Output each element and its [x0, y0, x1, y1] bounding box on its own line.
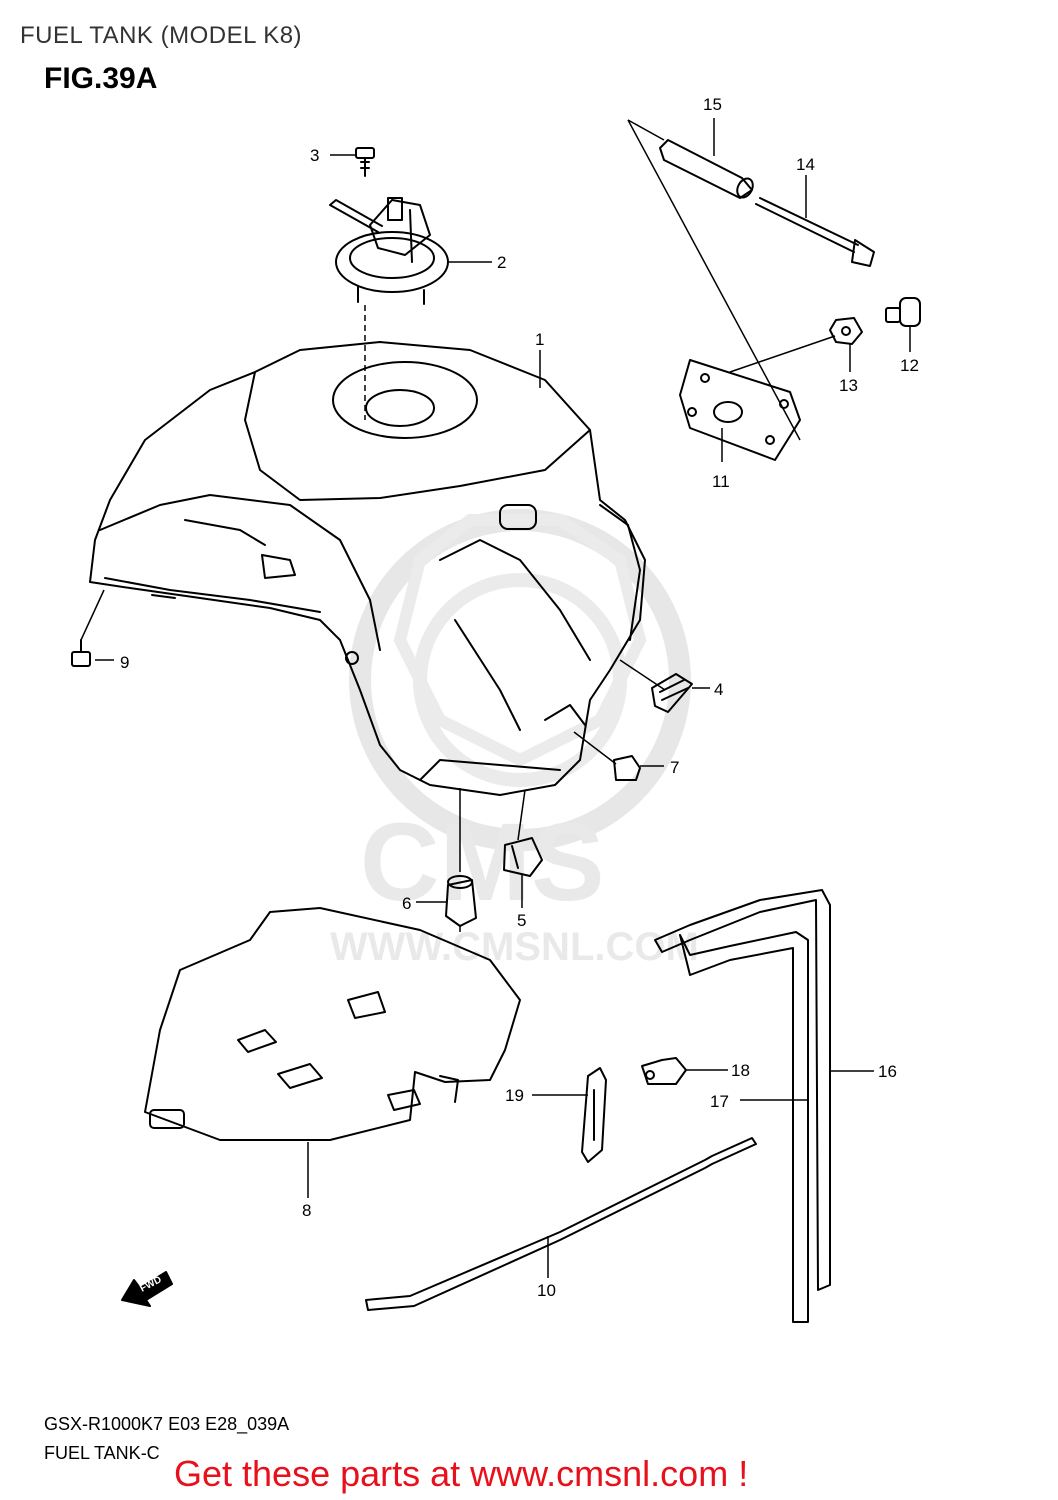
parts-shop-link[interactable]: Get these parts at www.cmsnl.com !	[174, 1453, 749, 1494]
part-6-mount-rubber	[445, 875, 477, 927]
callout-19: 19	[505, 1086, 524, 1105]
callout-8: 8	[302, 1201, 311, 1220]
part-13-nut	[829, 317, 863, 345]
callout-15: 15	[703, 95, 722, 114]
callout-16: 16	[878, 1062, 897, 1081]
callout-3: 3	[310, 146, 319, 165]
part-11-bracket	[679, 359, 801, 461]
figure-id: FIG.39A	[44, 62, 158, 95]
part-1-fuel-tank	[89, 341, 646, 796]
callout-labels: 3 2 1 9 15 14 12 13 11 4 7 5 6 8 10 16 1…	[120, 95, 919, 1300]
part-9-bolt	[71, 639, 91, 667]
callout-14: 14	[796, 155, 815, 174]
section-title: FUEL TANK (MODEL K8)	[20, 22, 303, 49]
part-19-bracket	[581, 1067, 607, 1163]
part-8-tray	[144, 907, 521, 1141]
part-3-bolt	[355, 147, 375, 177]
callout-18: 18	[731, 1061, 750, 1080]
callout-13: 13	[839, 376, 858, 395]
part-2-fuel-cap	[329, 197, 449, 305]
part-14-long-bolt	[755, 197, 875, 267]
cms-watermark: CMS WWW.CMSNL.COM	[330, 509, 699, 969]
leader-lines	[80, 118, 911, 1278]
watermark-url: WWW.CMSNL.COM	[330, 925, 699, 969]
part-15-hose	[659, 139, 754, 199]
part-16-pipe	[654, 889, 831, 1291]
part-7-cushion	[613, 755, 641, 781]
callout-9: 9	[120, 653, 129, 672]
callout-6: 6	[402, 894, 411, 913]
group-name: FUEL TANK-C	[44, 1443, 160, 1463]
fwd-arrow-icon	[121, 1271, 173, 1307]
watermark-logo: CMS	[360, 801, 604, 924]
callout-11: 11	[712, 472, 730, 491]
callout-5: 5	[517, 911, 526, 930]
callout-12: 12	[900, 356, 919, 375]
callout-4: 4	[714, 680, 723, 699]
callout-7: 7	[670, 758, 679, 777]
model-code: GSX-R1000K7 E03 E28_039A	[44, 1414, 290, 1434]
callout-1: 1	[535, 330, 544, 349]
part-12-screw	[885, 297, 921, 327]
callout-2: 2	[497, 253, 506, 272]
callout-10: 10	[537, 1281, 556, 1300]
part-17-pipe	[679, 931, 809, 1323]
part-18-clamp	[641, 1057, 687, 1085]
callout-17: 17	[710, 1092, 729, 1111]
part-10-rod	[365, 1137, 757, 1311]
part-5-cushion	[503, 837, 543, 877]
